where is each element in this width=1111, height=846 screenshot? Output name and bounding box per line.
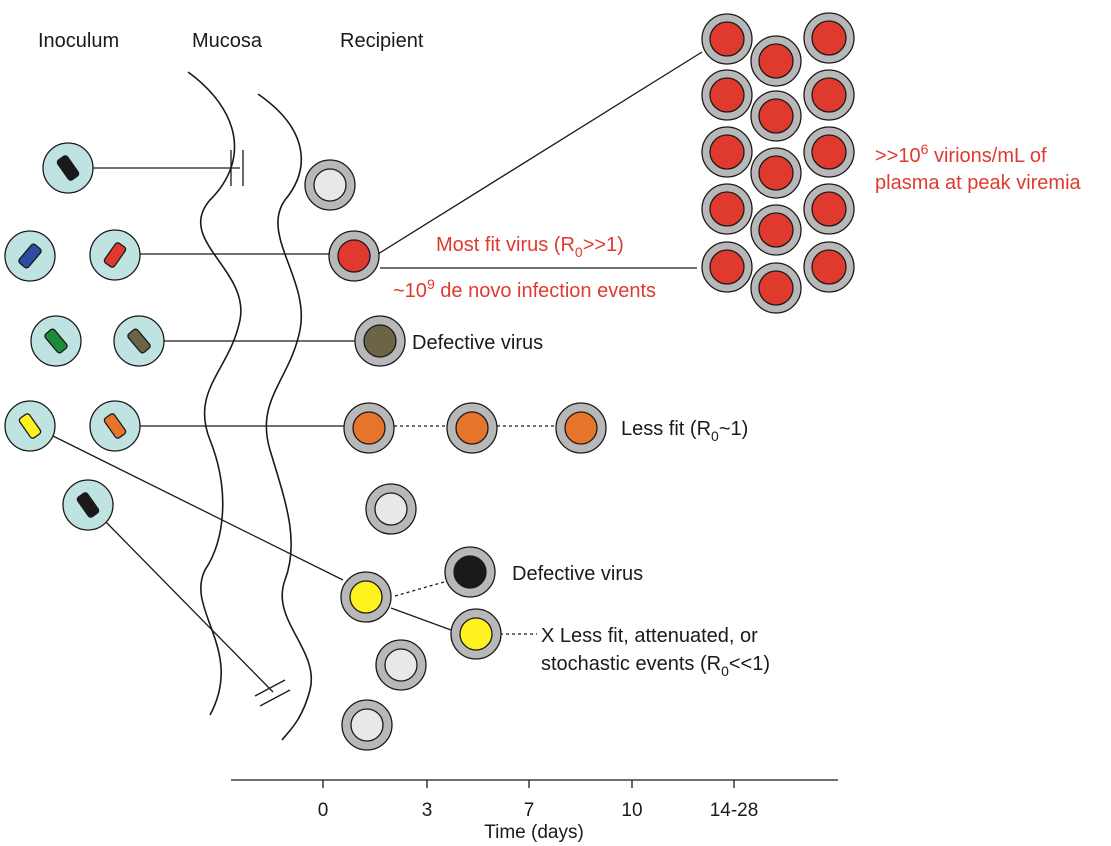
label-viremia-line2: plasma at peak viremia <box>875 172 1082 194</box>
viremia-cell <box>701 13 753 65</box>
tick-label: 10 <box>621 800 642 821</box>
recipient-cell-yellow <box>340 571 392 623</box>
viremia-cell <box>803 241 855 293</box>
viremia-cell <box>803 126 855 178</box>
inoculum-cell-orange <box>89 400 141 452</box>
viremia-cell <box>750 90 802 142</box>
connection-lines <box>46 51 703 707</box>
tick-label: 14-28 <box>710 800 759 821</box>
inoculum-cells <box>4 142 165 531</box>
axis-title: Time (days) <box>484 822 584 843</box>
inoculum-cell-green <box>30 315 82 367</box>
tick-label: 7 <box>524 800 535 821</box>
header-mucosa: Mucosa <box>192 30 263 52</box>
recipient-cell-defective-1 <box>354 315 406 367</box>
recipient-cell-less-fit-day0 <box>343 402 395 454</box>
recipient-cell-uninfected-4 <box>341 699 393 751</box>
inoculum-cell-black-2 <box>62 479 114 531</box>
dotted-defective-2 <box>394 579 452 597</box>
viremia-cell <box>701 126 753 178</box>
recipient-cell-uninfected-2 <box>365 483 417 535</box>
label-attenuated-line2: stochastic events (R0<<1) <box>541 653 770 679</box>
inoculum-cell-black-1 <box>42 142 94 194</box>
line-expansion-top <box>377 51 703 255</box>
inoculum-cell-olive <box>113 315 165 367</box>
recipient-cells <box>304 159 607 751</box>
viremia-cell <box>750 262 802 314</box>
recipient-cell-most-fit <box>328 230 380 282</box>
viremia-cell <box>803 69 855 121</box>
mucosa-boundary-left <box>187 71 242 716</box>
recipient-cell-uninfected-1 <box>304 159 356 211</box>
viremia-cell <box>701 69 753 121</box>
inoculum-cell-blue <box>4 230 56 282</box>
line-yellow-progeny <box>390 607 452 631</box>
recipient-cell-yellow-progeny <box>450 608 502 660</box>
inoculum-cell-red <box>89 229 141 281</box>
line-yellow-transmission <box>46 432 344 581</box>
viremia-cell <box>803 12 855 64</box>
label-defective-1: Defective virus <box>412 332 543 354</box>
tick-label: 3 <box>422 800 433 821</box>
time-axis <box>231 779 838 788</box>
label-most-fit: Most fit virus (R0>>1) <box>436 234 624 260</box>
viremia-cell <box>701 241 753 293</box>
label-attenuated-line1: X Less fit, attenuated, or <box>541 625 758 647</box>
viremia-cell <box>750 35 802 87</box>
tick-label: 0 <box>318 800 329 821</box>
mucosa-boundary-right <box>257 93 313 741</box>
header-recipient: Recipient <box>340 30 424 52</box>
recipient-cell-less-fit-late <box>555 402 607 454</box>
block-mark-bottom-2 <box>259 689 291 707</box>
block-mark-bottom-1 <box>254 679 286 697</box>
label-viremia-line1: >>106 virions/mL of <box>875 141 1047 167</box>
recipient-cell-defective-2 <box>444 546 496 598</box>
viremia-cell <box>750 204 802 256</box>
viremia-cell <box>750 147 802 199</box>
viremia-cell <box>803 183 855 235</box>
peak-viremia-cluster <box>701 12 855 314</box>
recipient-cell-uninfected-3 <box>375 639 427 691</box>
recipient-cell-less-fit-mid <box>446 402 498 454</box>
header-inoculum: Inoculum <box>38 30 119 52</box>
inoculum-cell-yellow <box>4 400 56 452</box>
viremia-cell <box>701 183 753 235</box>
label-defective-2: Defective virus <box>512 563 643 585</box>
blocked-line-bottom <box>103 519 274 693</box>
label-less-fit: Less fit (R0~1) <box>621 418 748 444</box>
label-infection-events: ~109 de novo infection events <box>393 276 656 302</box>
